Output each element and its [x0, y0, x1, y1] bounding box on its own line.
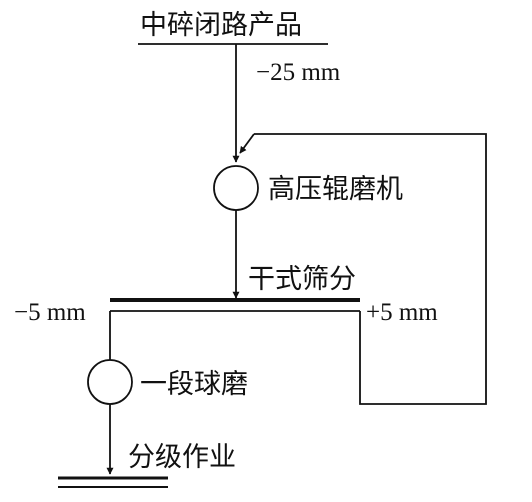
feed-size-label: −25 mm	[256, 59, 341, 86]
oversize-label: +5 mm	[366, 299, 438, 326]
undersize-label: −5 mm	[14, 299, 86, 326]
recycle-arrow	[239, 133, 255, 154]
screen-label: 干式筛分	[248, 264, 356, 295]
ball-mill-icon	[87, 359, 133, 405]
oversize-recycle-line	[254, 133, 487, 405]
ball-mill-label: 一段球磨	[140, 369, 248, 400]
hpgr-icon	[213, 165, 259, 211]
hpgr-label: 高压辊磨机	[268, 174, 403, 205]
source-label: 中碎闭路产品	[140, 10, 302, 41]
classification-label: 分级作业	[128, 442, 236, 473]
